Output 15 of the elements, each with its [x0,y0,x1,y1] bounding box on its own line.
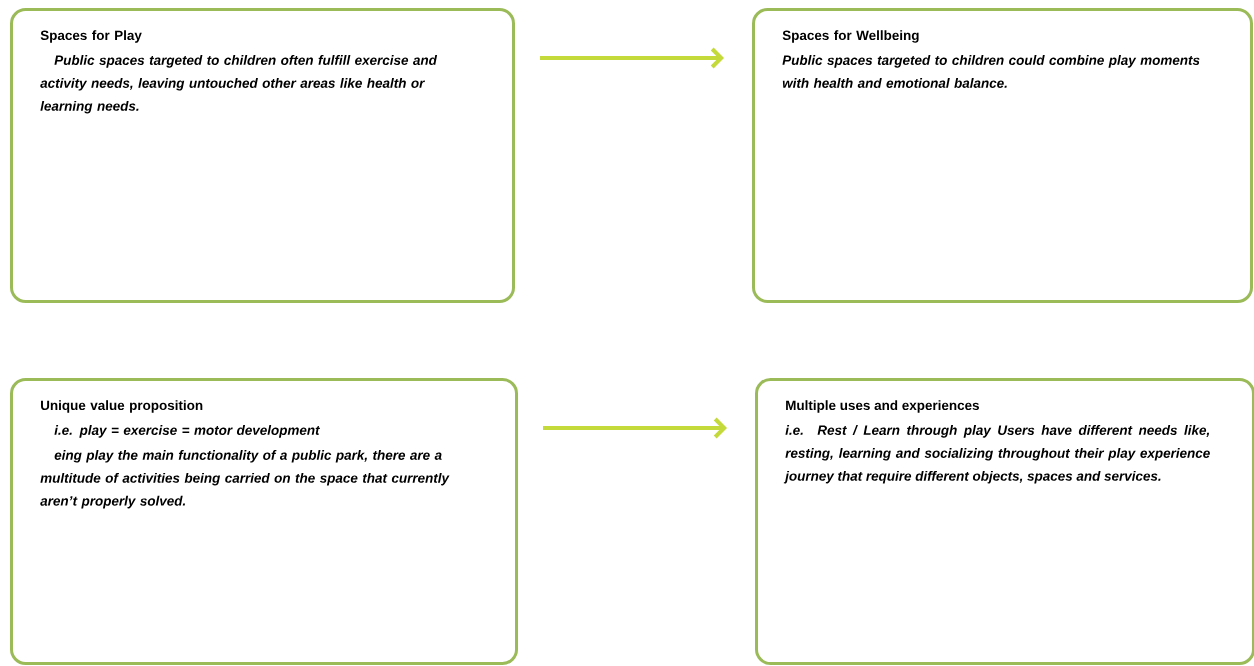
arrow [543,417,727,439]
box-heading: Unique value proposition [41,400,203,413]
box-heading: Spaces for Play [40,30,142,43]
box-text: Public spaces targeted to children could combine play moments with health and emotional balance. [782,55,1200,88]
box-text: i.e. Rest / Learn through play Users have different needs like, resting, learning and socializing throughout their play experience journey that require different objects, spaces and services. [783,425,1210,484]
box-heading: Spaces for Wellbeing [782,30,919,43]
box-heading: Multiple uses and experiences [786,400,979,413]
box-text: i.e. play = exercise = motor development [54,425,320,438]
text-box [755,378,1254,665]
text-box [10,8,515,303]
arrow [540,47,724,69]
text-box [10,378,518,665]
box-text: eing play the main functionality of a public park, there are a multitude of activities being carried on the space that currently aren’t properly solved. [40,450,450,509]
box-text: Public spaces targeted to children often fulfill exercise and activity needs, leaving untouched other areas like health or learning needs. [40,55,438,114]
text-box [752,8,1253,303]
